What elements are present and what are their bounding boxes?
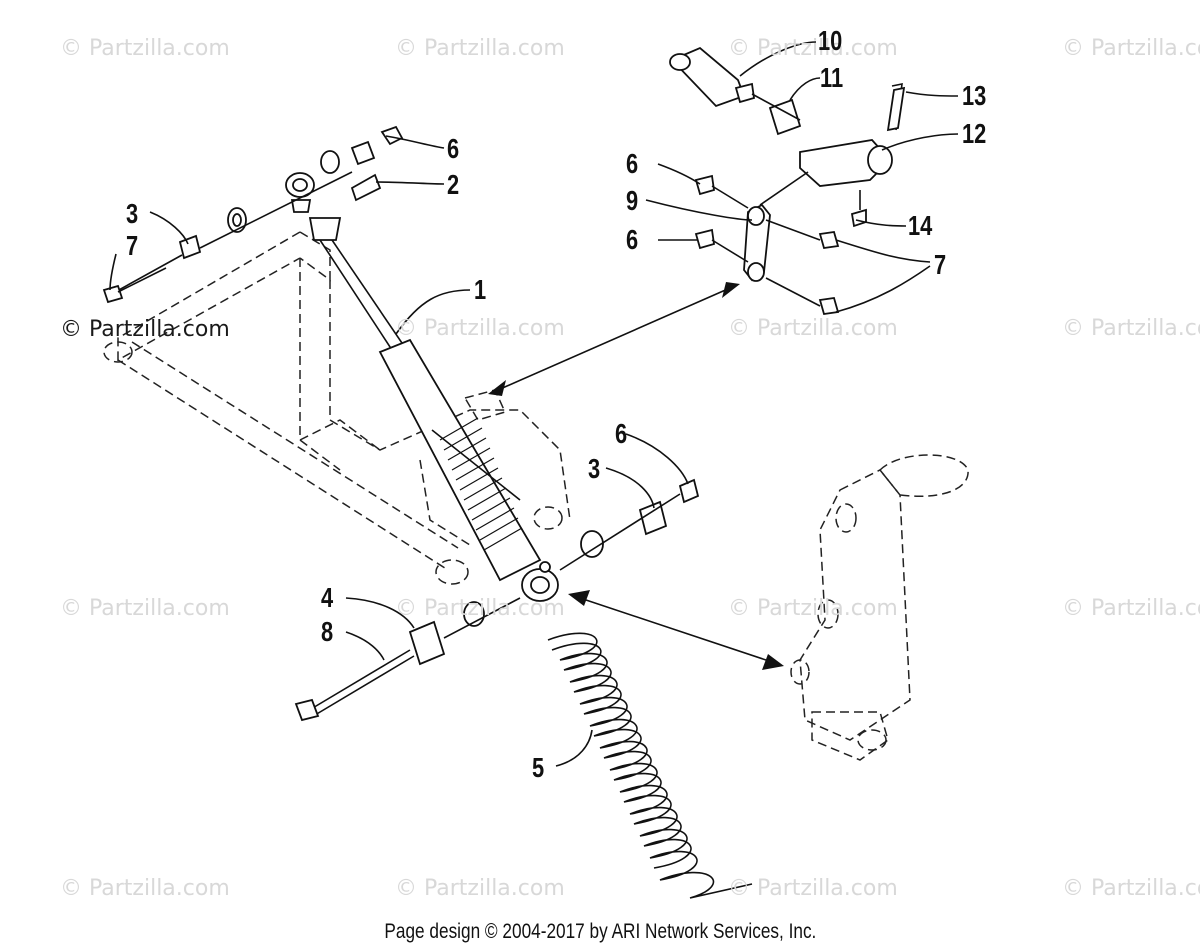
watermark: © Partzilla.com xyxy=(60,596,230,621)
watermark: © Partzilla.com xyxy=(1062,316,1200,341)
callout-label: 7 xyxy=(126,230,139,261)
callout-label: 6 xyxy=(615,418,628,449)
callout-label: 6 xyxy=(447,133,460,164)
watermark: © Partzilla.com xyxy=(1062,36,1200,61)
callout-label: 8 xyxy=(321,616,334,647)
watermark: © Partzilla.com xyxy=(395,876,565,901)
watermark: © Partzilla.com xyxy=(728,876,898,901)
lower-hardware xyxy=(294,478,700,722)
linkage-assembly xyxy=(669,46,906,316)
leader-lines xyxy=(109,41,959,767)
callout-label: 14 xyxy=(908,210,933,241)
watermark: © Partzilla.com xyxy=(728,36,898,61)
copyright-text: Page design © 2004-2017 by ARI Network S… xyxy=(384,920,816,943)
upper-hardware xyxy=(102,125,404,304)
callout-label: 7 xyxy=(934,249,947,280)
callout-label: 4 xyxy=(321,582,334,613)
shock-absorber xyxy=(285,172,559,602)
watermark: © Partzilla.com xyxy=(60,876,230,901)
a-arm-frame xyxy=(103,231,571,585)
watermark: © Partzilla.com xyxy=(728,316,898,341)
watermark: © Partzilla.com xyxy=(728,596,898,621)
callout-label: 2 xyxy=(447,169,460,200)
watermark: © Partzilla.com xyxy=(1062,596,1200,621)
watermark: © Partzilla.com xyxy=(1062,876,1200,901)
watermark: © Partzilla.com xyxy=(60,36,230,61)
copyright-footer: Page design © 2004-2017 by ARI Network S… xyxy=(0,920,1200,944)
watermark-dark: © Partzilla.com xyxy=(60,317,230,342)
coil-spring xyxy=(547,632,753,899)
reference-arrows xyxy=(488,282,784,670)
callout-label: 11 xyxy=(820,62,844,93)
callout-label: 12 xyxy=(962,118,987,149)
watermark: © Partzilla.com xyxy=(395,316,565,341)
watermark: © Partzilla.com xyxy=(395,596,565,621)
callout-label: 13 xyxy=(962,80,987,111)
callout-label: 1 xyxy=(474,274,487,305)
callout-label: 10 xyxy=(818,25,843,56)
callout-label: 9 xyxy=(626,185,639,216)
callout-label: 5 xyxy=(532,752,545,783)
callout-label: 3 xyxy=(126,198,139,229)
spindle-knuckle xyxy=(790,454,969,761)
callout-label: 3 xyxy=(588,453,601,484)
watermark: © Partzilla.com xyxy=(395,36,565,61)
callout-label: 6 xyxy=(626,224,639,255)
callout-label: 6 xyxy=(626,148,639,179)
